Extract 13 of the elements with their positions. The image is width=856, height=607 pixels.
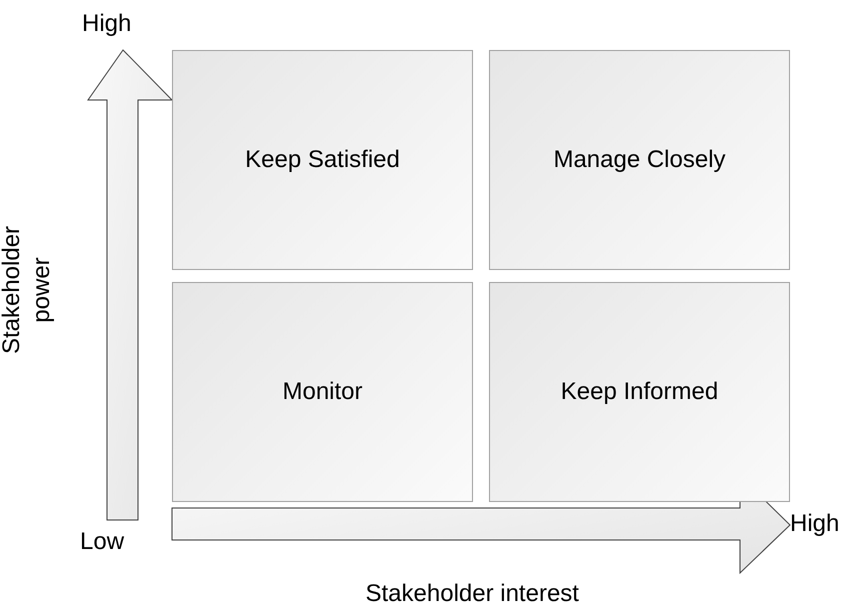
quadrant-label: Keep Informed	[560, 378, 718, 406]
axis-end-label: High	[790, 510, 840, 538]
quadrant-box	[489, 282, 790, 502]
quadrant-box	[172, 50, 473, 270]
quadrant-label: Keep Satisfied	[245, 146, 400, 174]
quadrant-label: Manage Closely	[553, 146, 726, 174]
axis-title: Stakeholder power	[0, 224, 56, 356]
axis-title: Stakeholder interest	[366, 580, 579, 607]
quadrant-box	[172, 282, 473, 502]
quadrant-label: Monitor	[282, 378, 363, 406]
axis-end-label: High	[82, 10, 132, 38]
axis-end-label: Low	[80, 528, 124, 556]
quadrant-box	[489, 50, 790, 270]
